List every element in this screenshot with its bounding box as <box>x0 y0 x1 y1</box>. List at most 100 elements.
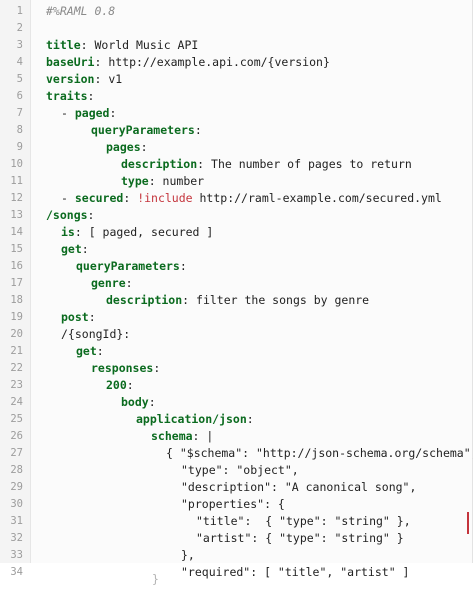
code-text: "description": "A canonical song", <box>181 480 417 494</box>
code-line: 17 genre: <box>0 275 472 291</box>
code-text: pages: <box>106 140 148 154</box>
yaml-key: queryParameters <box>91 123 195 137</box>
code-text: description: The number of pages to retu… <box>121 157 412 171</box>
code-line: 24 body: <box>0 394 472 410</box>
code-text: schema: | <box>151 429 214 443</box>
line-number: 22 <box>10 362 23 374</box>
line-number: 10 <box>10 158 23 170</box>
code-text: get: <box>61 242 89 256</box>
code-line: 5 version: v1 <box>0 71 472 87</box>
line-number: 5 <box>16 73 23 85</box>
code-text: title: World Music API <box>46 38 199 52</box>
code-line: 1 #%RAML 0.8 <box>0 3 472 19</box>
code-line: 14 is: [ paged, secured ] <box>0 224 472 240</box>
yaml-key: /songs <box>46 208 88 222</box>
line-number: 15 <box>10 243 23 255</box>
code-text: responses: <box>91 361 161 375</box>
yaml-key: get <box>76 344 97 358</box>
code-line: 9 pages: <box>0 139 472 155</box>
code-line: 33}, <box>0 547 472 563</box>
code-editor[interactable]: 1 #%RAML 0.8 2 3 title: World Music API 4 base… <box>0 0 473 586</box>
yaml-key: baseUri <box>46 55 95 69</box>
comment-text: #%RAML 0.8 <box>46 4 116 18</box>
line-number: 27 <box>10 447 23 459</box>
line-number: 13 <box>10 209 23 221</box>
code-text: post: <box>61 310 96 324</box>
yaml-key: 200 <box>106 378 127 392</box>
code-text: baseUri: http://example.api.com/{version… <box>46 55 330 69</box>
code-line: 30"properties": { <box>0 496 472 512</box>
line-number: 25 <box>10 413 23 425</box>
code-line: 25 application/json: <box>0 411 472 427</box>
code-line: 3 title: World Music API <box>0 37 472 53</box>
code-line: 20/{songId}: <box>0 326 472 342</box>
code-text: "title": { "type": "string" }, <box>196 514 411 528</box>
code-text: application/json: <box>136 412 254 426</box>
line-number: 18 <box>10 294 23 306</box>
clipped-line-35: } <box>152 572 159 586</box>
code-line: 32"artist": { "type": "string" } <box>0 530 472 546</box>
line-number: 7 <box>16 107 23 119</box>
code-line: 29"description": "A canonical song", <box>0 479 472 495</box>
line-number: 1 <box>16 5 23 17</box>
code-line: 13/songs: <box>0 207 472 223</box>
line-number: 9 <box>16 141 23 153</box>
code-line: 7 - paged: <box>0 105 472 121</box>
code-line: 28"type": "object", <box>0 462 472 478</box>
code-line: 2 <box>0 20 472 36</box>
line-number-gutter <box>0 0 31 563</box>
code-text: queryParameters: <box>91 123 202 137</box>
code-text: body: <box>121 395 156 409</box>
line-number: 17 <box>10 277 23 289</box>
code-line: 27 { "$schema": "http://json-schema.org/s… <box>0 445 473 461</box>
line-number: 14 <box>10 226 23 238</box>
include-tag: !include <box>137 191 193 205</box>
code-text: #%RAML 0.8 <box>46 3 115 19</box>
code-text: genre: <box>91 276 133 290</box>
code-text: - paged: <box>61 106 117 120</box>
yaml-key: secured <box>74 191 124 205</box>
yaml-key: traits <box>46 89 88 103</box>
code-text: queryParameters: <box>76 259 187 273</box>
code-line: 8 queryParameters: <box>0 122 472 138</box>
yaml-key: title <box>46 38 81 52</box>
code-text: version: v1 <box>46 72 123 86</box>
yaml-key: get <box>61 242 82 256</box>
code-text: }, <box>181 548 195 562</box>
code-line: 19 post: <box>0 309 472 325</box>
line-number: 4 <box>16 56 23 68</box>
code-text: /{songId}: <box>61 327 131 341</box>
yaml-key: genre <box>91 276 126 290</box>
line-number: 8 <box>16 124 23 136</box>
line-number: 21 <box>10 345 23 357</box>
scroll-marker[interactable] <box>467 512 469 534</box>
yaml-key: responses <box>91 361 154 375</box>
code-line: 26 schema: | <box>0 428 472 444</box>
yaml-key: post <box>61 310 89 324</box>
line-number: 16 <box>10 260 23 272</box>
code-text: type: number <box>121 174 205 188</box>
line-number: 30 <box>10 498 23 510</box>
yaml-key: description <box>106 293 183 307</box>
code-line: 18 description: filter the songs by genre <box>0 292 472 308</box>
code-line: 6 traits: <box>0 88 472 104</box>
code-text: description: filter the songs by genre <box>106 293 370 307</box>
line-number: 3 <box>16 39 23 51</box>
yaml-key: body <box>121 395 149 409</box>
yaml-key: schema <box>151 429 193 443</box>
line-number: 26 <box>10 430 23 442</box>
code-text: { "$schema": "http://json-schema.org/sch… <box>166 446 473 460</box>
yaml-key: description <box>121 157 198 171</box>
line-number: 6 <box>16 90 23 102</box>
code-text: get: <box>76 344 104 358</box>
yaml-key: application/json <box>136 412 247 426</box>
line-number: 24 <box>10 396 23 408</box>
code-text: is: [ paged, secured ] <box>61 225 214 239</box>
code-line: 12- secured: !include http://raml-exampl… <box>0 190 472 206</box>
line-number: 11 <box>10 175 23 187</box>
yaml-key: type <box>121 174 149 188</box>
code-text: 200: <box>106 378 134 392</box>
code-text: traits: <box>46 89 95 103</box>
line-number: 2 <box>16 22 23 34</box>
line-number: 19 <box>10 311 23 323</box>
